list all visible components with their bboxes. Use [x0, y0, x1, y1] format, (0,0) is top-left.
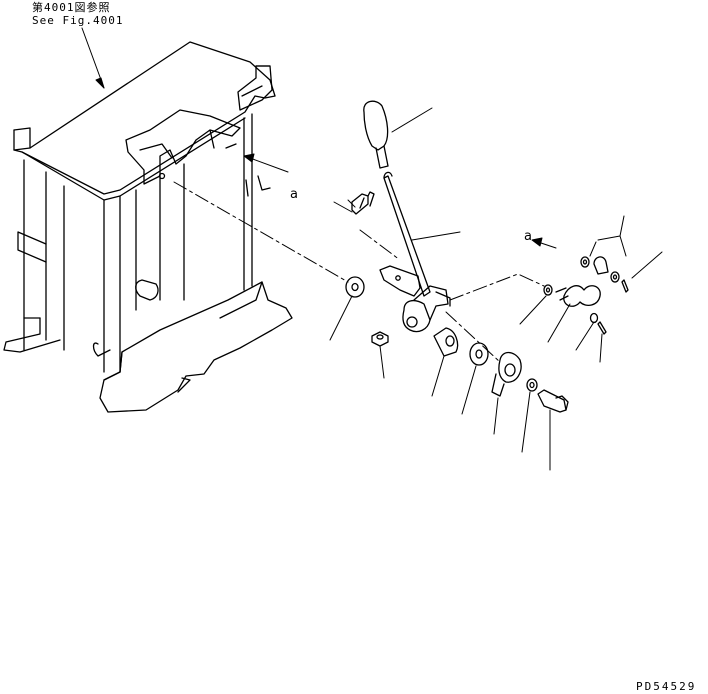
view-marker-right: a — [524, 229, 532, 244]
top-plate — [13, 41, 276, 195]
drawing-number: PD54529 — [636, 680, 697, 693]
console-frame — [3, 41, 293, 413]
pivot-bushing — [498, 351, 522, 383]
washer-large — [345, 276, 365, 298]
front-wall — [103, 195, 121, 373]
view-marker-left: a — [290, 187, 298, 202]
bushing — [433, 327, 459, 357]
view-arrow-left — [249, 157, 289, 173]
washer-d — [589, 312, 599, 324]
clevis-yoke — [563, 285, 601, 307]
washer-c — [543, 284, 553, 296]
base-plate — [99, 281, 293, 413]
washer-a — [580, 256, 590, 268]
split-pin — [621, 279, 629, 293]
lever-rod — [383, 175, 431, 297]
frame-boss — [135, 279, 159, 301]
washer-b — [610, 271, 620, 283]
lever-guide-plate — [125, 109, 241, 185]
leader-lines — [81, 27, 663, 471]
clevis-group — [543, 256, 629, 335]
cotter-pin — [597, 321, 607, 335]
hex-bolt — [537, 389, 567, 413]
shift-lever-assembly — [345, 100, 569, 413]
reference-label-en: See Fig.4001 — [32, 14, 124, 27]
small-washer — [526, 378, 538, 392]
lever-bracket — [379, 265, 421, 297]
flat-washer — [469, 342, 489, 366]
reference-label-jp: 第4001図参照 — [32, 1, 111, 14]
lever-pivot — [402, 299, 431, 333]
top-bracket — [237, 65, 273, 111]
clevis-top — [593, 256, 609, 275]
lever-knob — [363, 100, 389, 151]
nut — [371, 331, 389, 347]
bolt-top — [351, 193, 369, 215]
top-plate-edge — [13, 117, 246, 201]
